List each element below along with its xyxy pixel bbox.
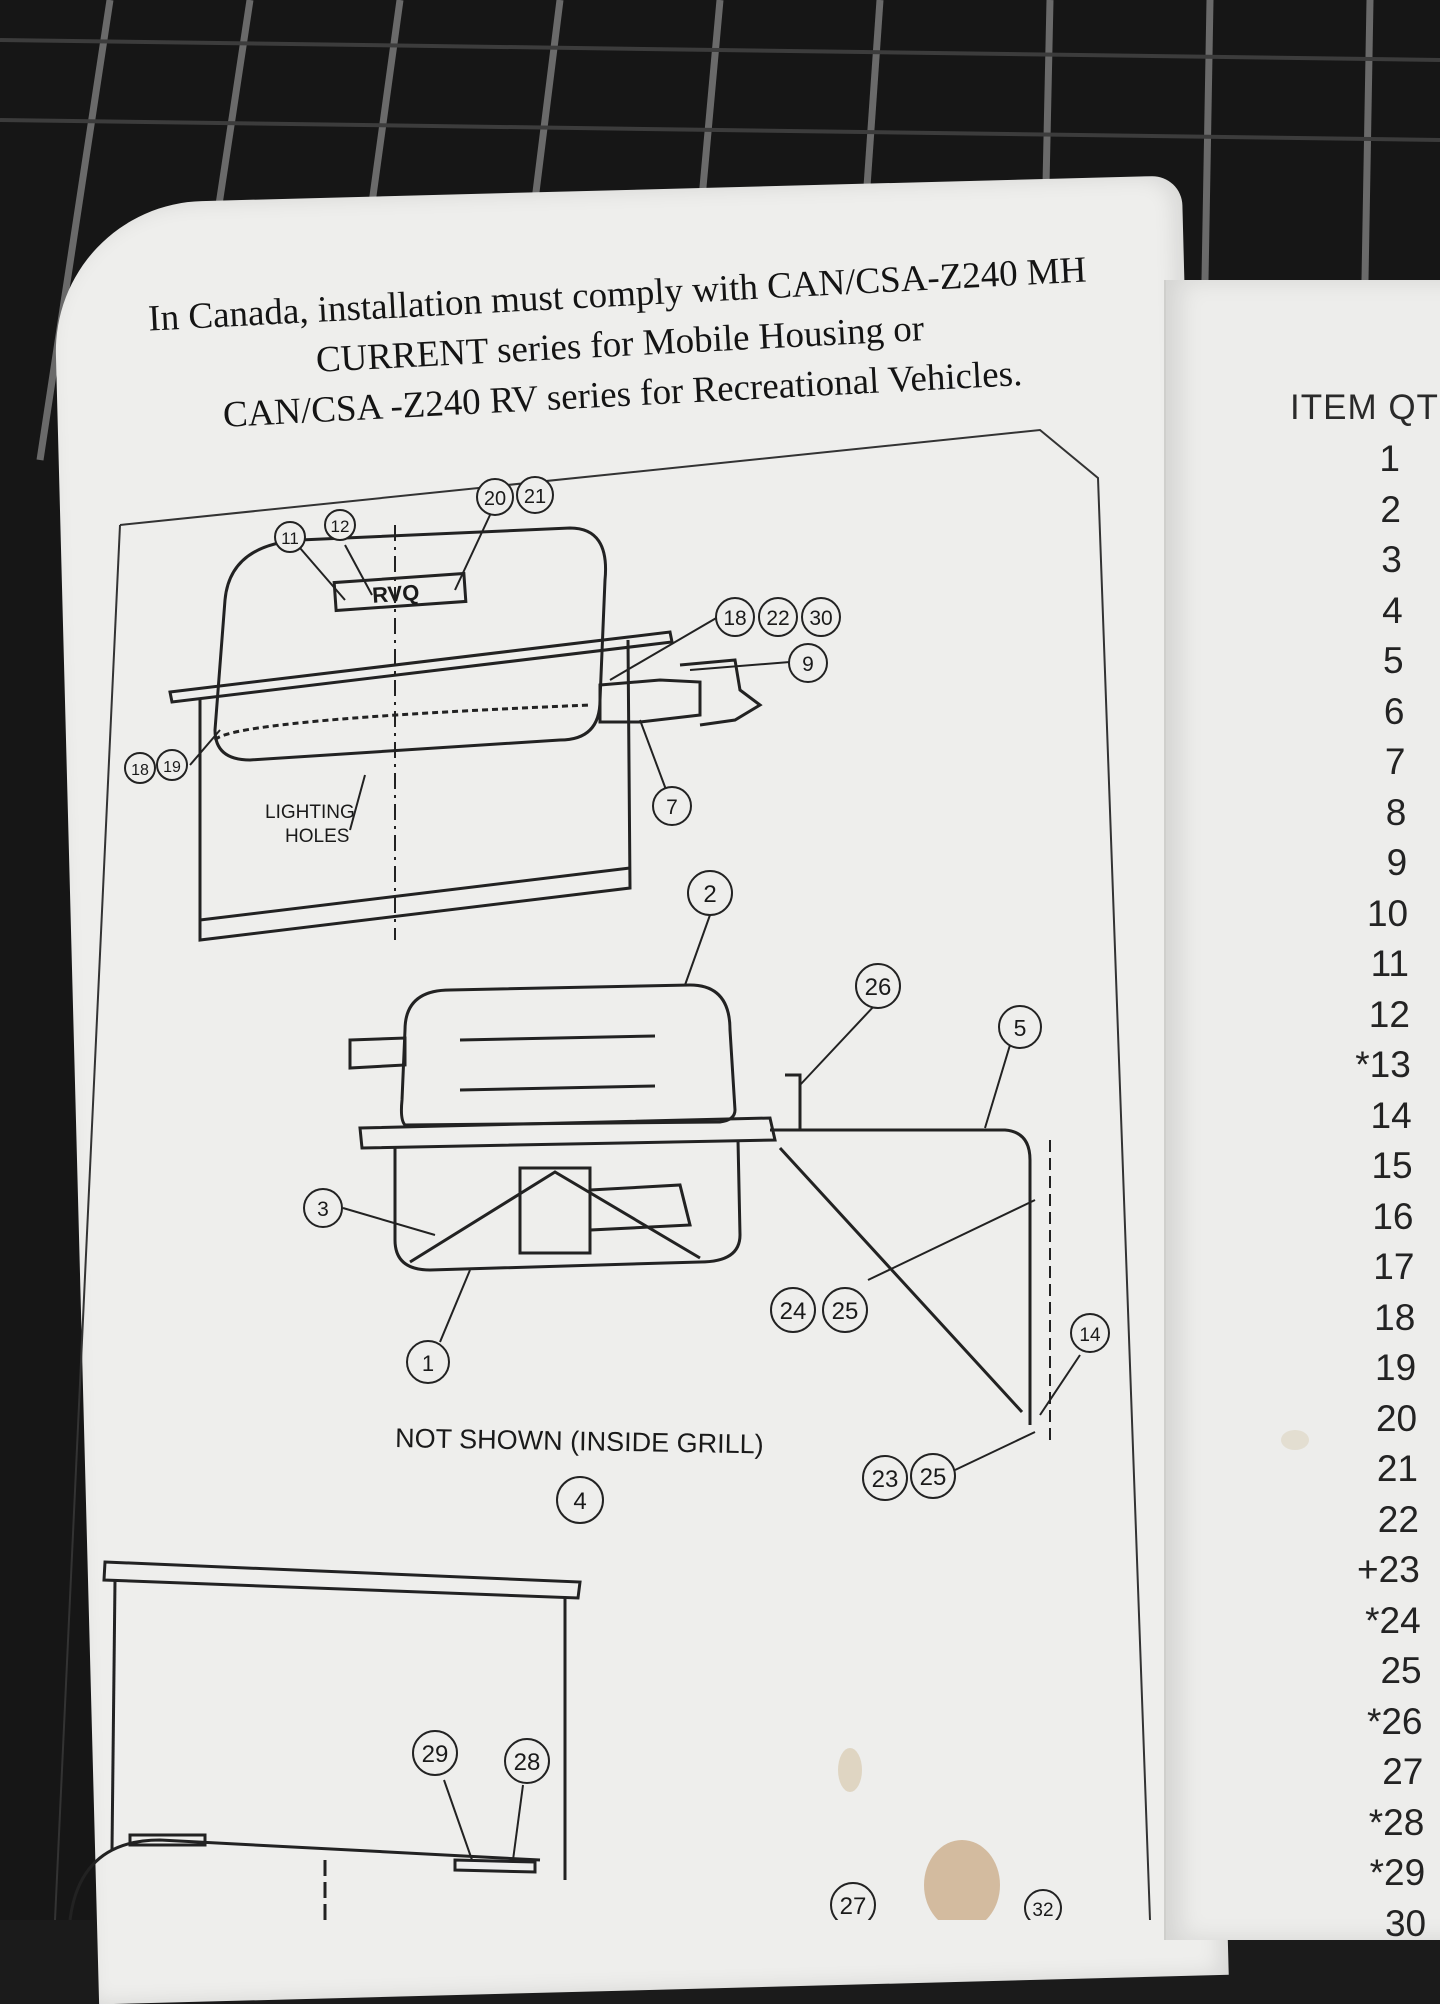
svg-text:25: 25 — [832, 1298, 859, 1325]
callout-25-bottom: 25 — [910, 1453, 956, 1499]
lighting-holes-label-line2: HOLES — [285, 826, 349, 847]
not-shown-note: NOT SHOWN (INSIDE GRILL) — [395, 1423, 764, 1459]
paper-stain-large — [924, 1840, 1000, 1920]
parts-list-item: *24 — [1365, 1599, 1421, 1641]
svg-text:1: 1 — [422, 1351, 434, 1376]
parts-list-item: 25 — [1380, 1650, 1422, 1691]
callout-22: 22 — [758, 597, 798, 637]
svg-text:20: 20 — [484, 488, 506, 510]
parts-list-item: 9 — [1386, 842, 1408, 883]
svg-text:28: 28 — [514, 1749, 541, 1776]
parts-list-item: *28 — [1368, 1801, 1425, 1843]
brand-label: RVQ — [371, 580, 420, 608]
callout-12: 12 — [324, 509, 356, 541]
diagram-border-left — [54, 524, 121, 1920]
callout-29: 29 — [412, 1730, 458, 1776]
parts-list-item: 19 — [1375, 1347, 1417, 1388]
parts-list-item: 27 — [1382, 1751, 1424, 1792]
svg-text:22: 22 — [766, 607, 789, 630]
parts-list-header: ITEM QT — [1290, 388, 1439, 427]
svg-text:12: 12 — [331, 517, 350, 536]
parts-list-item: 5 — [1383, 640, 1404, 681]
callout-30: 30 — [801, 597, 841, 637]
callout-9: 9 — [788, 643, 828, 683]
callout-32: 32 — [1024, 1889, 1062, 1920]
callout-7: 7 — [652, 786, 692, 826]
parts-list-item: 15 — [1371, 1145, 1413, 1186]
parts-list-item: 18 — [1374, 1296, 1416, 1338]
svg-text:7: 7 — [666, 796, 678, 819]
callout-3: 3 — [303, 1188, 343, 1228]
callout-4: 4 — [556, 1476, 604, 1524]
svg-text:21: 21 — [524, 486, 546, 508]
callout-18-side: 18 — [124, 752, 156, 784]
parts-list-item: 6 — [1383, 690, 1405, 732]
bottom-grill-assembly — [68, 1560, 582, 1920]
callout-23: 23 — [862, 1455, 908, 1501]
callout-5: 5 — [998, 1005, 1042, 1049]
callout-18-top: 18 — [715, 597, 755, 637]
callout-28: 28 — [504, 1738, 550, 1784]
svg-text:27: 27 — [840, 1893, 867, 1920]
svg-text:18: 18 — [723, 607, 746, 630]
svg-text:29: 29 — [422, 1741, 449, 1768]
svg-text:18: 18 — [131, 762, 149, 779]
parts-list-item: 12 — [1368, 993, 1410, 1035]
parts-list-item: 10 — [1366, 892, 1409, 934]
parts-list-item: 14 — [1370, 1094, 1412, 1136]
callout-11: 11 — [274, 521, 306, 553]
middle-grill-assembly — [348, 983, 1051, 1440]
callout-21: 21 — [516, 476, 554, 514]
callout-27: 27 — [830, 1882, 876, 1920]
callout-1: 1 — [406, 1340, 450, 1384]
svg-text:24: 24 — [780, 1298, 807, 1325]
parts-list-item: *26 — [1366, 1700, 1423, 1742]
svg-text:11: 11 — [281, 529, 299, 548]
parts-list-item: 17 — [1373, 1246, 1415, 1287]
svg-text:5: 5 — [1014, 1015, 1027, 1041]
svg-text:32: 32 — [1032, 1900, 1053, 1920]
callout-2: 2 — [687, 870, 733, 916]
svg-text:23: 23 — [872, 1466, 899, 1493]
svg-text:9: 9 — [802, 653, 814, 676]
callout-25-middle: 25 — [822, 1287, 868, 1333]
parts-list-item: 1 — [1379, 438, 1400, 479]
parts-list-item: 2 — [1380, 488, 1401, 530]
callout-26: 26 — [855, 963, 901, 1009]
callout-20: 20 — [476, 478, 514, 516]
exploded-parts-diagram: RVQ LIGHTING HOLES NOT SHOWN (INSIDE GRI… — [54, 428, 1309, 1920]
parts-list-item: 16 — [1372, 1195, 1414, 1237]
lighting-holes-label-line1: LIGHTING — [265, 802, 355, 823]
parts-list-item: 20 — [1375, 1397, 1418, 1439]
callout-14: 14 — [1070, 1313, 1110, 1353]
parts-list-item: *29 — [1369, 1852, 1426, 1893]
svg-text:3: 3 — [317, 1198, 329, 1221]
svg-text:4: 4 — [573, 1488, 586, 1515]
parts-list-item: 30 — [1384, 1902, 1427, 1944]
parts-list-item: +23 — [1357, 1549, 1420, 1590]
svg-text:25: 25 — [920, 1464, 947, 1491]
callout-19-side: 19 — [156, 749, 188, 781]
svg-text:30: 30 — [809, 607, 832, 630]
svg-text:14: 14 — [1079, 1325, 1101, 1346]
callout-24: 24 — [770, 1287, 816, 1333]
paper-stain — [838, 1748, 862, 1792]
parts-list-item: 4 — [1382, 589, 1403, 631]
parts-list-item: 11 — [1370, 943, 1409, 984]
manual-page-right — [1164, 280, 1440, 1940]
diagram-border — [119, 428, 1151, 1920]
svg-text:2: 2 — [703, 881, 716, 908]
top-grill-assembly — [168, 525, 763, 942]
svg-text:26: 26 — [865, 974, 892, 1001]
parts-list-item: 8 — [1385, 791, 1407, 833]
parts-list-item: 7 — [1384, 741, 1406, 782]
parts-list-item: *13 — [1355, 1044, 1411, 1085]
parts-list-item: 3 — [1381, 539, 1402, 580]
svg-text:19: 19 — [163, 759, 181, 776]
parts-list-item: 22 — [1377, 1498, 1419, 1540]
parts-list-item: 21 — [1376, 1448, 1418, 1489]
